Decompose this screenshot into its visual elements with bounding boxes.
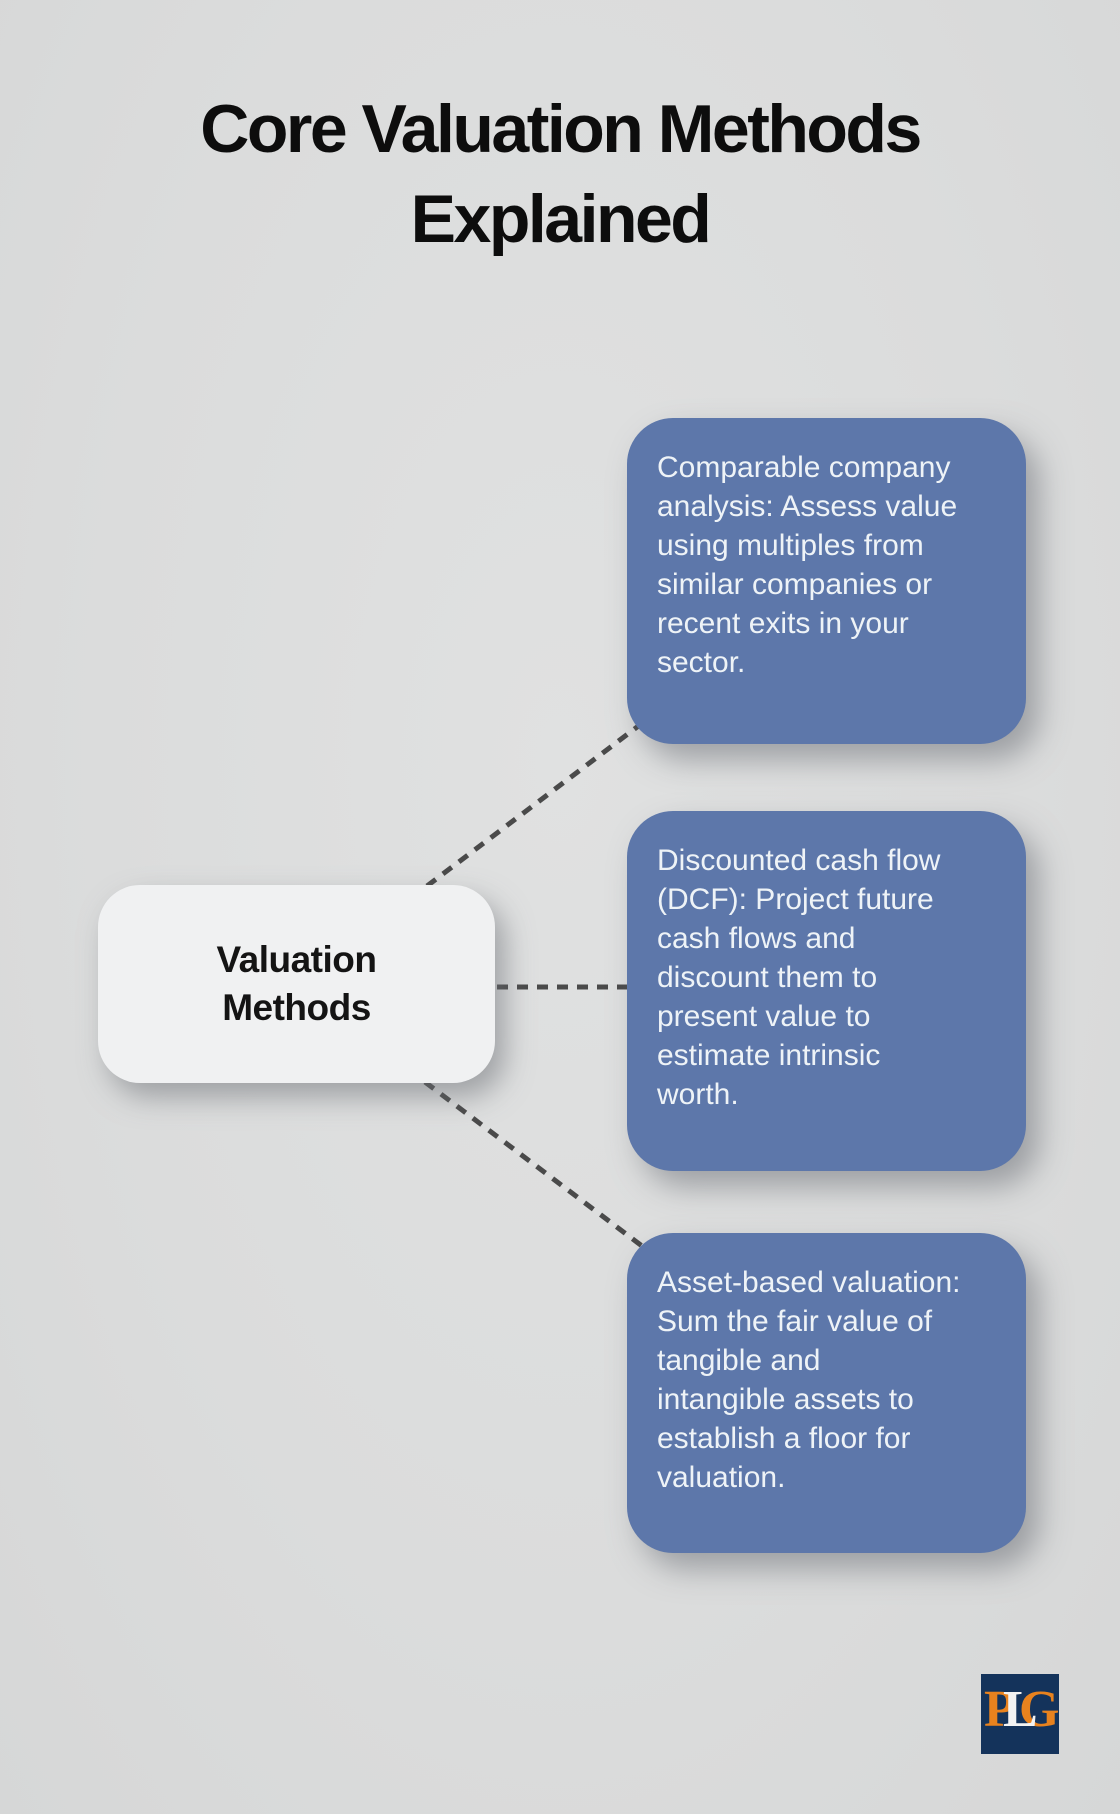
branch-box-comparable-company: Comparable company analysis: Assess valu…	[627, 418, 1026, 744]
logo-letter-l: L	[1003, 1681, 1038, 1738]
plg-logo-letters: P L G	[981, 1674, 1059, 1754]
connector-line-top	[425, 722, 643, 888]
logo-letter-p: P	[984, 1681, 1016, 1738]
branch-box-dcf: Discounted cash flow (DCF): Project futu…	[627, 811, 1026, 1171]
branch-text-dcf: Discounted cash flow (DCF): Project futu…	[657, 844, 941, 1111]
page-title: Core Valuation Methods Explained	[200, 91, 922, 257]
branch-text-comparable-company: Comparable company analysis: Assess valu…	[657, 451, 958, 679]
logo-letter-g: G	[1019, 1681, 1060, 1738]
branch-box-asset-based: Asset-based valuation: Sum the fair valu…	[627, 1233, 1026, 1553]
plg-logo: P L G	[981, 1674, 1059, 1754]
root-node-label: Valuation Methods	[216, 939, 377, 1028]
connector-line-bottom	[423, 1080, 644, 1248]
branch-text-asset-based: Asset-based valuation: Sum the fair valu…	[657, 1266, 961, 1494]
root-node-valuation-methods: Valuation Methods	[98, 885, 495, 1083]
